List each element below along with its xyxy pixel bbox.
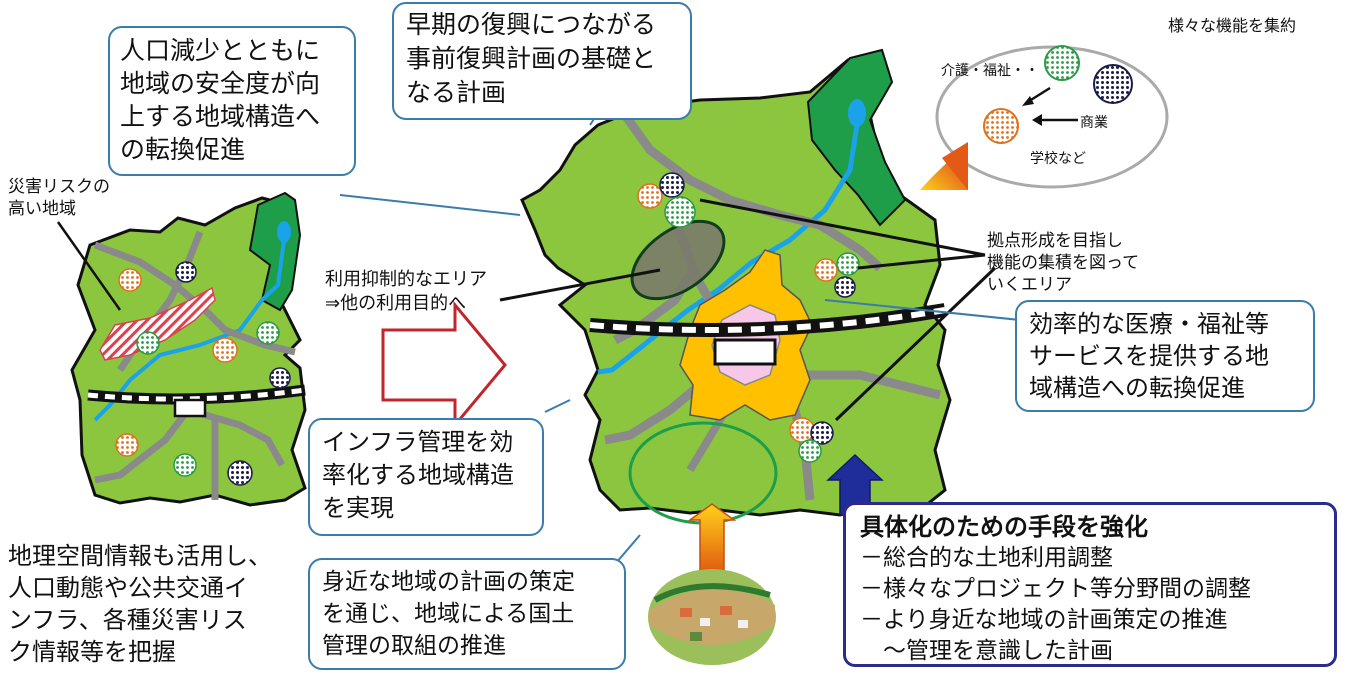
left-map-forest: [248, 191, 302, 312]
function-inset: [935, 45, 1169, 189]
label-hub-area: 拠点形成を目指し 機能の集積を図って いくエリア: [987, 231, 1140, 295]
callout-population: 人口減少とともに 地域の安全度が向 上する地域構造へ の転換促進: [108, 26, 356, 176]
up-arrow-orange: [687, 503, 737, 571]
strengthen-item: －より身近な地域の計画策定の推進: [860, 607, 1228, 633]
inset-commerce-label: 商業: [1080, 115, 1108, 131]
callout-medical: 効率的な医療・福祉等 サービスを提供する地 域構造への転換促進: [1015, 300, 1315, 412]
callout-local-plan: 身近な地域の計画の策定 を通じ、地域による国土 管理の取組の推進: [308, 558, 626, 670]
up-arrow-blue: [826, 453, 884, 516]
left-map: [70, 191, 307, 507]
strengthen-item: ～管理を意識した計画: [860, 638, 1113, 664]
inset-care-label: 介護・福祉・・: [941, 63, 1039, 79]
callout-infra: インフラ管理を効 率化する地域構造 を実現: [308, 418, 544, 536]
label-restricted-area: 利用抑制的なエリア ⇒他の利用目的へ: [325, 269, 487, 314]
strengthen-title: 具体化のための手段を強化: [860, 513, 1148, 541]
strengthen-item: －総合的な土地利用調整: [860, 545, 1113, 571]
restricted-use-area: [630, 219, 726, 301]
text-gis: 地理空間情報も活用し、 人口動態や公共交通イ ンフラ、各種災害リス ク情報等を把…: [8, 542, 272, 666]
inset-title: 様々な機能を集約: [1168, 16, 1297, 35]
right-map-river: [597, 124, 860, 375]
left-map-hazard-zone: [99, 286, 216, 361]
label-disaster-risk: 災害リスクの 高い地域: [8, 177, 110, 219]
community-illustration: [648, 569, 776, 665]
callout-early-recovery: 早期の復興につながる 事前復興計画の基礎と なる計画: [392, 2, 692, 120]
right-map: [520, 48, 952, 525]
inset-school-label: 学校など: [1030, 151, 1086, 167]
transition-arrow: [381, 300, 507, 430]
strengthen-measures-box: 具体化のための手段を強化 －総合的な土地利用調整 －様々なプロジェクト等分野間の…: [843, 502, 1337, 667]
strengthen-item: －様々なプロジェクト等分野間の調整: [860, 576, 1251, 602]
